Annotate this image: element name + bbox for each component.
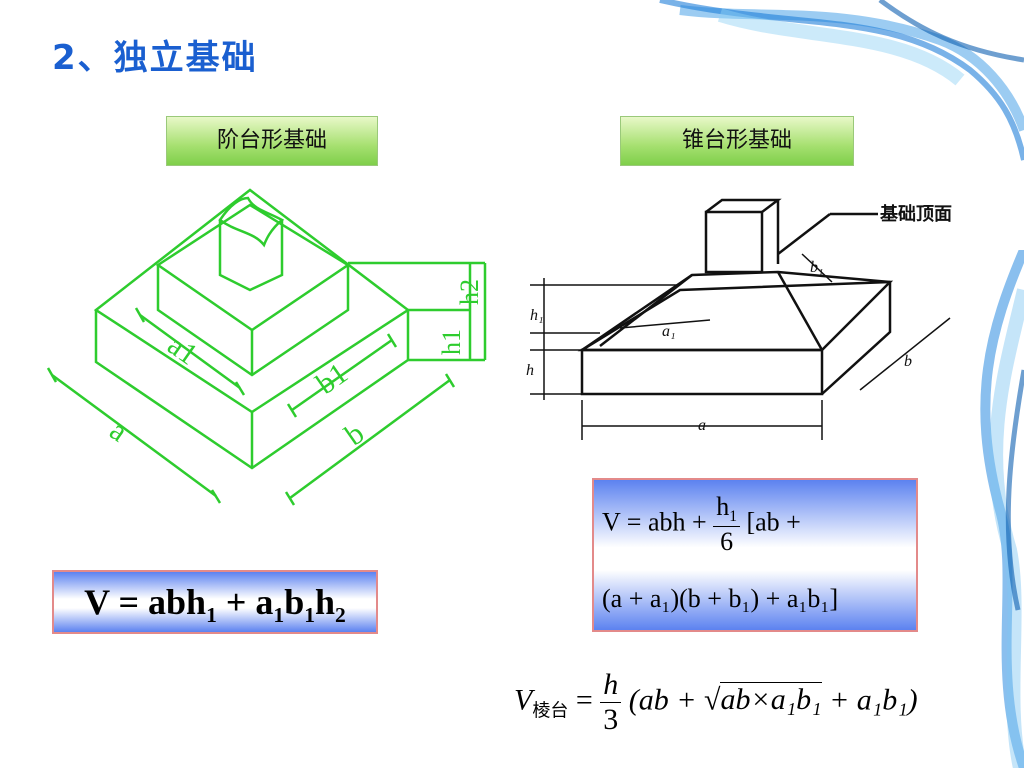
tapered-foundation-diagram: h₁ h a a₁ b₁ b 基础顶面 xyxy=(526,198,952,440)
tapered-formula-bracket: [ab + xyxy=(746,507,801,537)
dim-h2-label: h2 xyxy=(455,279,484,305)
tapered-formula-fraction: h1 6 xyxy=(713,492,740,557)
formula-h: h xyxy=(315,582,336,622)
tapered-volume-formula: V = abh + h1 6 [ab + (a + a₁)(b + b₁) + … xyxy=(592,478,918,632)
dim-h1-tapered-label: h₁ xyxy=(530,307,544,324)
frustum-volume-formula: V棱台 = h 3 (ab + √ab×a₁b₁ + a₁b₁) xyxy=(514,668,918,737)
sqrt-content: ab×a₁b₁ xyxy=(720,682,822,717)
formula-v: V xyxy=(84,582,110,622)
stepped-foundation-diagram: a1 b1 a b h1 h2 xyxy=(46,188,487,506)
tapered-formula-lhs: V = abh + xyxy=(602,507,714,537)
decorative-swirl-top xyxy=(659,0,1024,161)
dim-b-tapered-label: b xyxy=(904,353,912,370)
dim-b1-label: b1 xyxy=(310,357,354,401)
formula-plus: + xyxy=(225,582,247,622)
tapered-foundation-label: 锥台形基础 xyxy=(620,116,854,166)
formula-abh: abh xyxy=(148,582,207,622)
callout-top-surface: 基础顶面 xyxy=(879,203,952,225)
slide-title: 2、独立基础 xyxy=(52,38,258,78)
stepped-foundation-label: 阶台形基础 xyxy=(166,116,378,166)
dim-b-label: b xyxy=(339,417,370,453)
formula-sub-1: 1 xyxy=(206,603,217,628)
decorative-swirl-right xyxy=(980,250,1024,768)
formula-eq: = xyxy=(118,582,140,622)
formula-a: a xyxy=(255,582,274,622)
dim-h-tapered-label: h xyxy=(526,362,534,379)
dim-a-tapered-label: a xyxy=(698,417,706,434)
stepped-volume-formula: V = abh1 + a1b1h2 xyxy=(52,570,378,634)
frustum-fraction: h 3 xyxy=(600,668,622,737)
dim-a1-tapered-label: a₁ xyxy=(662,323,676,340)
dim-h1-label: h1 xyxy=(437,329,466,355)
tapered-formula-line2: (a + a₁)(b + b₁) + a₁b₁] xyxy=(602,584,839,613)
dim-b1-tapered-label: b₁ xyxy=(810,259,824,276)
formula-b: b xyxy=(284,582,305,622)
